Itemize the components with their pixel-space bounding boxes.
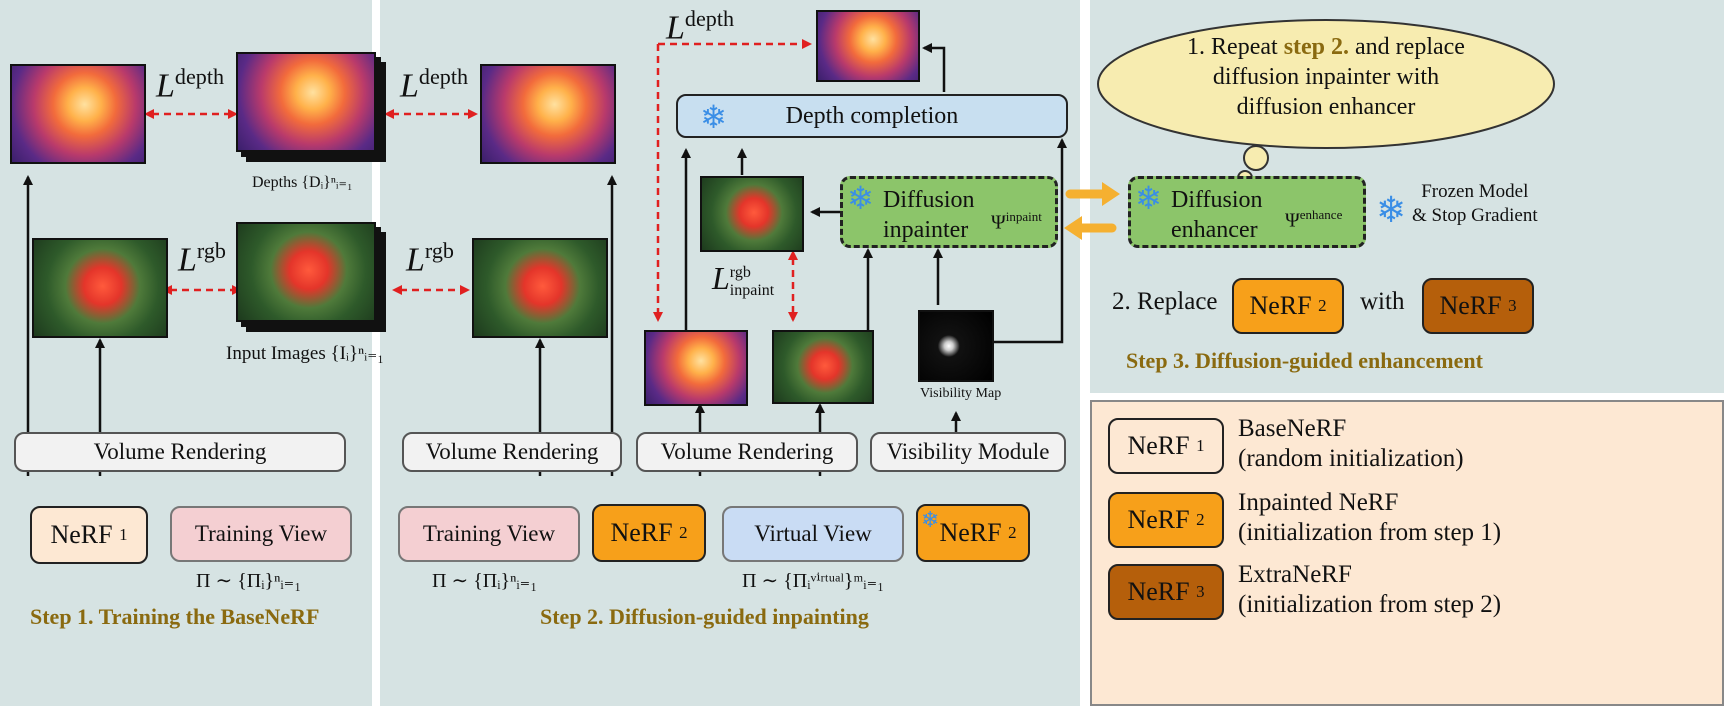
replace-nerf3-box: NeRF 3 [1422,278,1534,334]
loss-depth-label-2: Ldepth [400,64,469,105]
diffusion-enhancer-box: ❄ Diffusion enhancer Ψenhance [1128,176,1366,248]
frozen-legend: Frozen Model& Stop Gradient [1412,181,1538,226]
pose-formula-2b: Π ∼ {Πᵢᵛⁱʳᵗᵘᵃˡ}ᵐᵢ₌₁ [742,570,885,592]
volume-rendering-box: Volume Rendering [14,432,346,472]
nerf1-box: NeRF 1 [30,506,148,564]
depths-caption: Depths {Dᵢ}ⁿᵢ₌₁ [252,174,353,191]
snowflake-icon: ❄ [1135,179,1162,217]
pose-formula-2a: Π ∼ {Πᵢ}ⁿᵢ₌₁ [432,570,538,592]
virtual-rgb-image [772,330,874,404]
legend-nerf1-box: NeRF 1 [1108,418,1224,474]
legend-nerf3-box: NeRF 3 [1108,564,1224,620]
replace-label: 2. Replace [1112,288,1218,315]
depth-completion-box: ❄ Depth completion [676,94,1068,138]
legend-nerf2-box: NeRF 2 [1108,492,1224,548]
visibility-module-box: Visibility Module [870,432,1066,472]
step2-title: Step 2. Diffusion-guided inpainting [540,604,869,629]
step2-rgb-image [472,238,608,338]
completed-depth-image [816,10,920,82]
visibility-map-caption: Visibility Map [920,386,1002,401]
cloud-text: 1. Repeat step 2. and replace diffusion … [1187,34,1465,120]
pose-formula: Π ∼ {Πᵢ}ⁿᵢ₌₁ [196,570,302,592]
diffusion-inpainter-box: ❄ Diffusion inpainter Ψinpaint [840,176,1058,248]
step1-title: Step 1. Training the BaseNeRF [30,604,320,629]
legend-item-1-text: BaseNeRF(random initialization) [1238,415,1464,472]
input-images-stack [236,222,376,322]
loss-depth-label-3: Ldepth [666,6,735,47]
snowflake-icon: ❄ [847,179,874,217]
thought-cloud-icon [1097,19,1555,186]
training-view-box-2: Training View [398,506,580,562]
nerf2-box: NeRF 2 [592,504,706,562]
loss-depth-label: Ldepth [156,64,225,105]
legend-item-3-text: ExtraNeRF(initialization from step 2) [1238,561,1502,618]
loss-rgb-label: Lrgb [178,238,226,279]
step3-title: Step 3. Diffusion-guided enhancement [1126,348,1483,373]
inpainted-rgb-image [700,176,804,252]
visibility-map-image [918,310,994,382]
replace-nerf2-box: NeRF 2 [1232,278,1344,334]
step2-depth-image [480,64,616,164]
virtual-view-box: Virtual View [722,506,904,562]
with-label: with [1360,288,1405,315]
legend-item-2-text: Inpainted NeRF(initialization from step … [1238,489,1502,546]
rendered-rgb-image [32,238,168,338]
loss-rgb-label-2: Lrgb [406,238,454,279]
training-view-box: Training View [170,506,352,562]
volume-rendering-box-2b: Volume Rendering [636,432,858,472]
rendered-depth-image [10,64,146,164]
snowflake-icon: ❄ [1376,190,1407,231]
depths-stack [236,52,376,152]
snowflake-icon: ❄ [921,508,940,533]
volume-rendering-box-2a: Volume Rendering [402,432,622,472]
images-caption: Input Images {Iᵢ}ⁿᵢ₌₁ [226,343,384,364]
nerf2-frozen-box: ❄ NeRF 2 [916,504,1030,562]
virtual-depth-image [644,330,748,406]
snowflake-icon: ❄ [700,98,727,136]
